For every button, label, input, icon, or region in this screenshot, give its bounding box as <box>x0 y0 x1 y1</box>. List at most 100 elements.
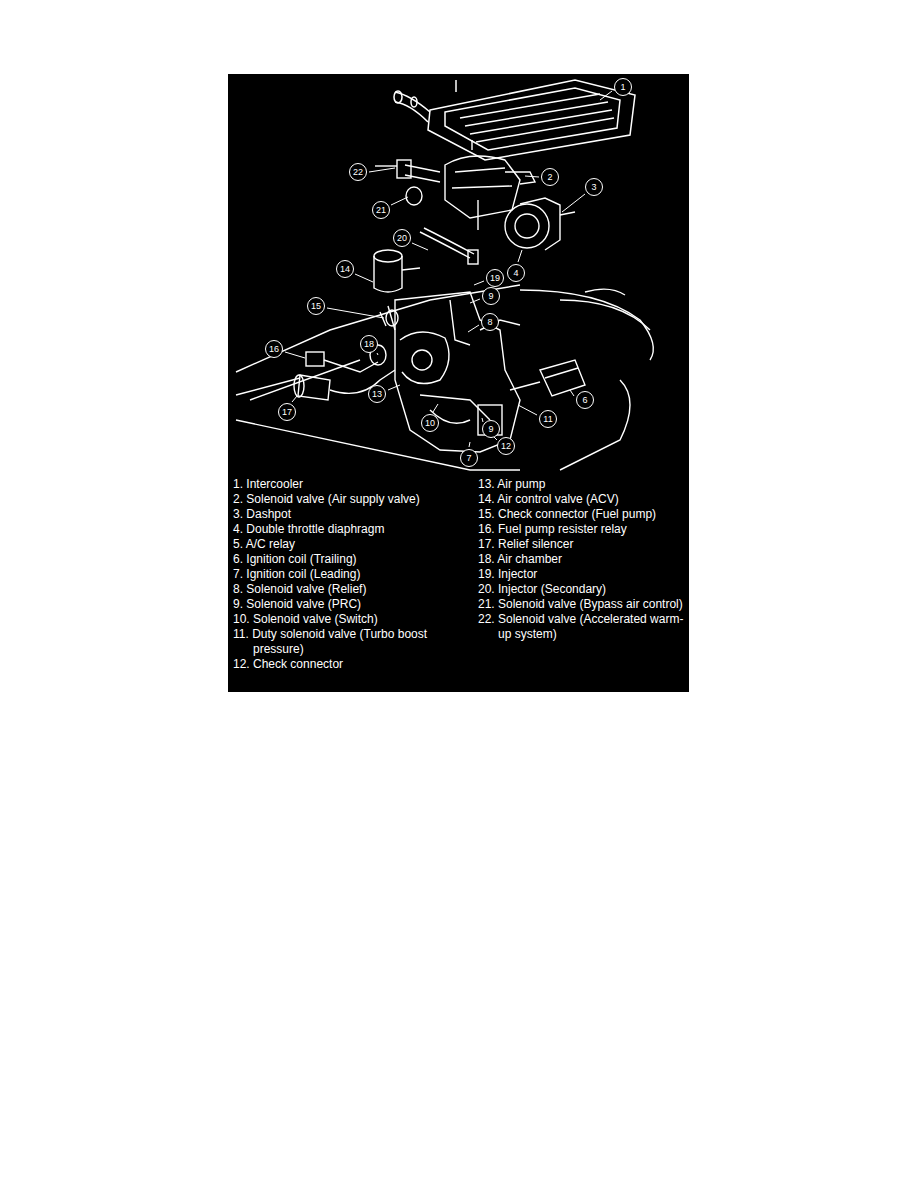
part-legend-item: 8. Solenoid valve (Relief) <box>233 582 448 597</box>
callout-number: 11 <box>539 410 557 428</box>
coil-and-relays <box>540 360 585 396</box>
coil-and-relays <box>545 368 578 378</box>
leader-line <box>570 390 574 396</box>
intercooler <box>455 80 457 92</box>
part-legend-item: 19. Injector <box>478 567 686 582</box>
air-chamber <box>402 268 420 270</box>
leader-line <box>285 91 612 447</box>
callout-number: 7 <box>460 449 478 467</box>
leader-line <box>469 442 470 447</box>
leader-line <box>285 352 305 358</box>
intercooler <box>428 80 635 160</box>
callout-number: 1 <box>614 78 632 96</box>
part-legend-item: 9. Solenoid valve (PRC) <box>233 597 448 612</box>
engine-block <box>386 310 398 326</box>
leader-line <box>518 250 522 262</box>
part-legend-item: 2. Solenoid valve (Air supply valve) <box>233 492 448 507</box>
callout-number: 2 <box>541 168 559 186</box>
air-chamber <box>468 250 478 264</box>
part-legend-item: 15. Check connector (Fuel pump) <box>478 507 686 522</box>
air-chamber <box>374 256 402 292</box>
coil-and-relays <box>294 375 304 397</box>
leader-line <box>292 396 297 402</box>
part-legend-item: 12. Check connector <box>233 657 448 672</box>
leader-line <box>468 325 479 332</box>
callout-number: 3 <box>585 178 603 196</box>
throttle-body <box>375 165 397 166</box>
callout-number: 18 <box>360 335 378 353</box>
car-body <box>236 378 300 395</box>
callout-number: 9 <box>482 420 500 438</box>
car-body <box>560 380 630 470</box>
leader-line <box>474 281 484 285</box>
car-body <box>236 285 653 470</box>
part-legend-item: 18. Air chamber <box>478 552 686 567</box>
part-legend-item: 1. Intercooler <box>233 477 448 492</box>
callout-number: 16 <box>265 340 283 358</box>
leader-line <box>388 385 400 390</box>
leader-line <box>518 405 537 415</box>
intercooler <box>394 91 402 103</box>
callout-number: 9 <box>482 287 500 305</box>
leader-line <box>391 197 408 205</box>
part-legend-item: 4. Double throttle diaphragm <box>233 522 448 537</box>
throttle-body <box>505 172 535 184</box>
part-legend-item: 10. Solenoid valve (Switch) <box>233 612 448 627</box>
callout-number: 14 <box>336 260 354 278</box>
leader-line <box>482 418 483 422</box>
car-body <box>560 300 650 330</box>
part-legend-item: 16. Fuel pump resister relay <box>478 522 686 537</box>
callout-number: 10 <box>421 414 439 432</box>
engine-block <box>395 292 520 452</box>
leader-line <box>470 299 480 303</box>
leader-line <box>369 168 395 172</box>
leader-line <box>600 91 612 100</box>
callout-number: 4 <box>507 264 525 282</box>
coil-and-relays <box>294 345 585 400</box>
part-legend-item: 13. Air pump <box>478 477 686 492</box>
engine-block <box>380 292 520 452</box>
part-legend-item: 20. Injector (Secondary) <box>478 582 686 597</box>
leader-line <box>377 353 378 355</box>
legend-column: 1. Intercooler2. Solenoid valve (Air sup… <box>233 477 448 672</box>
callout-number: 21 <box>372 201 390 219</box>
air-chamber <box>420 228 474 258</box>
throttle-body <box>505 204 549 248</box>
leader-line <box>355 274 373 282</box>
part-legend-item: 22. Solenoid valve (Accelerated warm-up … <box>478 612 686 642</box>
part-legend-item: 11. Duty solenoid valve (Turbo boost pre… <box>233 627 448 657</box>
engine-block <box>400 332 449 384</box>
throttle-body <box>560 212 575 215</box>
part-legend-item: 3. Dashpot <box>233 507 448 522</box>
part-legend-item: 21. Solenoid valve (Bypass air control) <box>478 597 686 612</box>
coil-and-relays <box>510 382 540 390</box>
callout-number: 19 <box>486 269 504 287</box>
throttle-body <box>477 200 478 230</box>
callout-number: 22 <box>349 163 367 181</box>
car-body <box>520 290 653 360</box>
throttle-body <box>375 140 575 250</box>
callout-number: 17 <box>278 403 296 421</box>
leader-line <box>433 404 438 412</box>
coil-and-relays <box>324 360 378 372</box>
throttle-body <box>445 156 520 218</box>
part-legend-item: 5. A/C relay <box>233 537 448 552</box>
part-legend-item: 6. Ignition coil (Trailing) <box>233 552 448 567</box>
intercooler <box>411 97 417 107</box>
leader-line <box>525 176 539 177</box>
engine-block <box>412 350 432 370</box>
throttle-body <box>520 198 560 250</box>
throttle-body <box>405 165 440 182</box>
callout-number: 20 <box>393 229 411 247</box>
car-body <box>585 289 625 295</box>
throttle-body <box>397 160 411 178</box>
leader-line <box>562 194 585 212</box>
callout-number: 6 <box>576 391 594 409</box>
coil-and-relays <box>306 352 324 366</box>
legend-column: 13. Air pump14. Air control valve (ACV)1… <box>478 477 686 642</box>
throttle-body <box>406 187 422 205</box>
air-chamber <box>374 250 402 262</box>
callout-number: 8 <box>481 313 499 331</box>
leader-line <box>327 308 384 318</box>
